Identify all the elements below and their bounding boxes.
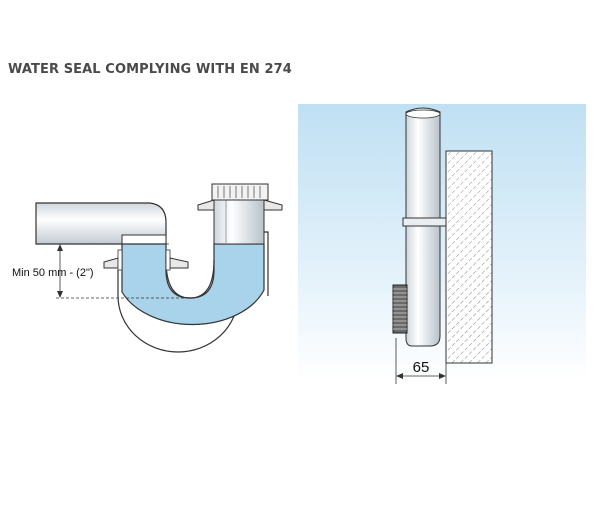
u-bend-inner	[165, 259, 215, 299]
arrow-right-icon	[439, 373, 446, 379]
p-trap-diagram: Min 50 mm - (2")	[12, 183, 283, 353]
blue-panel	[298, 104, 586, 380]
water-seal	[121, 243, 265, 326]
trap-body	[405, 225, 441, 347]
clearance-dimension	[395, 338, 447, 384]
inlet-flange-left	[103, 257, 119, 269]
outlet-pipe	[213, 199, 265, 245]
outlet-flange-left	[197, 199, 215, 211]
arrow-left-icon	[396, 373, 403, 379]
clearance-label: 65	[413, 359, 430, 376]
pipe-clamp	[402, 217, 447, 227]
diagram-title: WATER SEAL COMPLYING WITH EN 274	[8, 62, 292, 77]
arrow-up-icon	[57, 244, 63, 251]
vertical-pipe	[405, 107, 441, 223]
outlet-flange-right	[263, 199, 283, 211]
inlet-flange-right	[169, 257, 189, 269]
wall	[445, 150, 493, 364]
seal-height-label: Min 50 mm - (2")	[12, 267, 94, 279]
arrow-down-icon	[57, 291, 63, 298]
seal-height-dimension	[56, 243, 190, 299]
wall-install-diagram: 65	[298, 104, 586, 384]
